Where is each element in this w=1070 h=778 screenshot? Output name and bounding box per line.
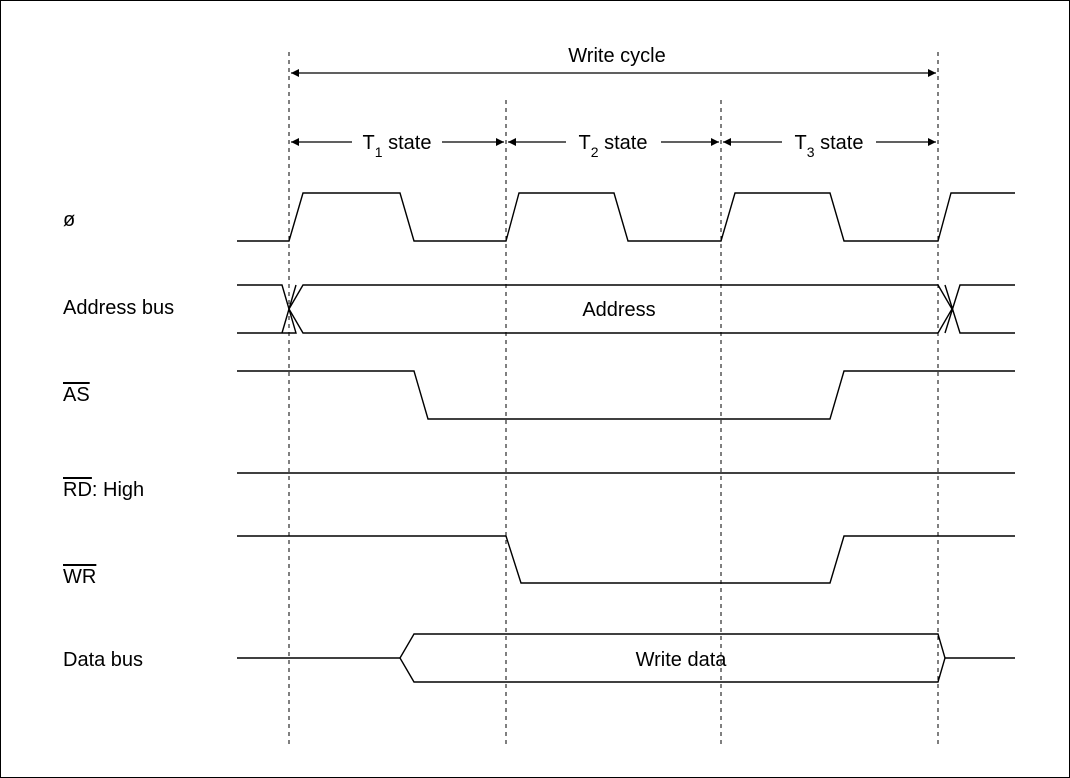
wr-label: WR xyxy=(63,566,96,588)
as-waveform xyxy=(237,370,1015,420)
phi-label: ø xyxy=(63,209,75,231)
data-bus-waveform: Write data xyxy=(237,633,1015,683)
rd-label: RD: High xyxy=(63,479,144,501)
phi-waveform xyxy=(237,192,1015,242)
wr-waveform xyxy=(237,535,1015,584)
write-cycle-label: Write cycle xyxy=(568,45,665,67)
write-data-value: Write data xyxy=(636,649,728,671)
address-value: Address xyxy=(582,299,655,321)
t3-state-label: T3 state xyxy=(795,132,864,160)
t1-state-label: T1 state xyxy=(363,132,432,160)
t2-state-label: T2 state xyxy=(579,132,648,160)
as-label: AS xyxy=(63,384,90,406)
state-boundaries xyxy=(288,52,939,745)
address-bus-label: Address bus xyxy=(63,297,174,319)
data-bus-label: Data bus xyxy=(63,649,143,671)
signal-labels: ø Address bus AS RD: High WR Data bus xyxy=(63,209,174,671)
address-bus-waveform: Address xyxy=(237,284,1015,334)
state-spans: T1 state T2 state T3 state xyxy=(291,132,936,160)
write-cycle-span: Write cycle xyxy=(291,45,936,77)
